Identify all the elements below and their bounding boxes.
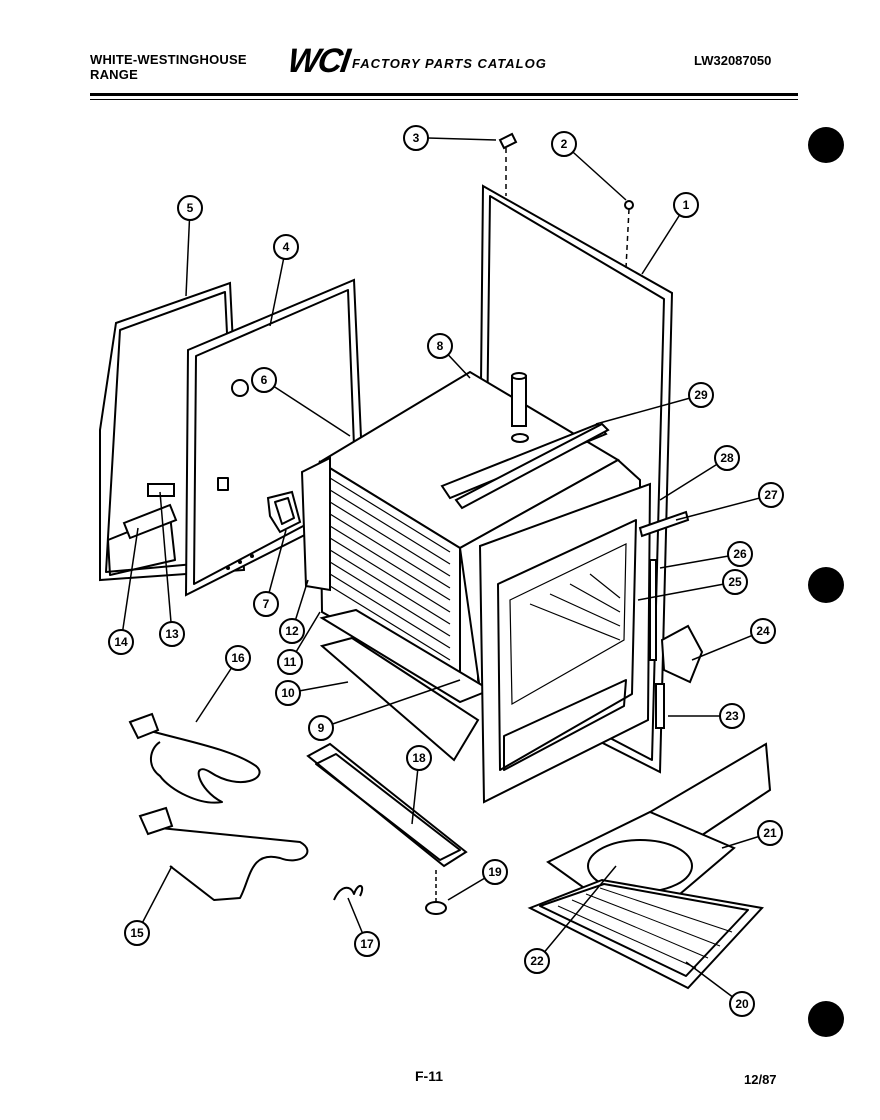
- svg-text:9: 9: [318, 721, 325, 735]
- callout-24: 24: [750, 618, 776, 644]
- part-hinge: [660, 624, 704, 684]
- svg-text:8: 8: [437, 339, 444, 353]
- part-broiler-pan: [527, 878, 764, 990]
- part-trim-strip: [638, 510, 690, 538]
- callout-22: 22: [524, 948, 550, 974]
- part-screw: [624, 200, 634, 269]
- part-leveling-foot: [425, 870, 447, 915]
- brand-line1: WHITE-WESTINGHOUSE: [90, 52, 247, 67]
- callout-27: 27: [758, 482, 784, 508]
- part-trim-top: [454, 422, 610, 510]
- callout-11: 11: [277, 649, 303, 675]
- callout-26: 26: [727, 541, 753, 567]
- callout-3: 3: [403, 125, 429, 151]
- svg-text:19: 19: [488, 865, 502, 879]
- part-front-frame: [478, 482, 652, 804]
- svg-text:27: 27: [764, 488, 778, 502]
- callout-18: 18: [406, 745, 432, 771]
- callout-25: 25: [722, 569, 748, 595]
- svg-text:13: 13: [165, 627, 179, 641]
- callout-9: 9: [308, 715, 334, 741]
- binder-hole-bottom: [808, 1001, 844, 1037]
- header-rule-thin: [90, 99, 798, 100]
- svg-text:21: 21: [763, 826, 777, 840]
- part-clip: [498, 132, 518, 196]
- part-insulation: [300, 456, 331, 592]
- svg-text:22: 22: [530, 954, 544, 968]
- svg-text:12: 12: [285, 624, 299, 638]
- callout-29: 29: [688, 382, 714, 408]
- part-drawer-rail: [306, 742, 468, 868]
- callout-1: 1: [673, 192, 699, 218]
- binder-hole-middle: [808, 567, 844, 603]
- svg-text:5: 5: [187, 201, 194, 215]
- part-bake-element: [138, 806, 309, 901]
- callout-13: 13: [159, 621, 185, 647]
- callout-28: 28: [714, 445, 740, 471]
- svg-text:2: 2: [561, 137, 568, 151]
- callout-6: 6: [251, 367, 277, 393]
- callout-19: 19: [482, 859, 508, 885]
- callout-14: 14: [108, 629, 134, 655]
- callout-8: 8: [427, 333, 453, 359]
- catalog-date: 12/87: [744, 1072, 777, 1087]
- callout-23: 23: [719, 703, 745, 729]
- callout-12: 12: [279, 618, 305, 644]
- callout-21: 21: [757, 820, 783, 846]
- svg-text:18: 18: [412, 751, 426, 765]
- callout-2: 2: [551, 131, 577, 157]
- callout-7: 7: [253, 591, 279, 617]
- header-rule-thick: [90, 93, 798, 96]
- part-broil-element: [128, 712, 261, 804]
- part-gasket-rod: [649, 559, 657, 661]
- svg-text:1: 1: [683, 198, 690, 212]
- brand-line2: RANGE: [90, 67, 138, 82]
- svg-text:7: 7: [263, 597, 270, 611]
- brand-label: WHITE-WESTINGHOUSE RANGE: [90, 52, 247, 82]
- binder-hole-top: [808, 127, 844, 163]
- svg-text:10: 10: [281, 686, 295, 700]
- svg-text:20: 20: [735, 997, 749, 1011]
- part-terminal-block: [147, 483, 175, 497]
- svg-text:3: 3: [413, 131, 420, 145]
- svg-text:11: 11: [284, 655, 297, 669]
- callout-15: 15: [124, 920, 150, 946]
- svg-text:26: 26: [733, 547, 747, 561]
- part-element-clip: [333, 885, 364, 901]
- svg-text:29: 29: [694, 388, 708, 402]
- catalog-title: FACTORY PARTS CATALOG: [352, 56, 547, 71]
- svg-text:16: 16: [231, 651, 245, 665]
- svg-text:28: 28: [720, 451, 734, 465]
- callout-10: 10: [275, 680, 301, 706]
- svg-text:17: 17: [360, 937, 374, 951]
- callout-16: 16: [225, 645, 251, 671]
- part-grommet: [266, 490, 302, 534]
- model-code: LW32087050: [694, 53, 772, 68]
- svg-text:4: 4: [283, 240, 290, 254]
- callout-20: 20: [729, 991, 755, 1017]
- callout-4: 4: [273, 234, 299, 260]
- part-bottom-panel: [319, 636, 480, 762]
- page-number: F-11: [415, 1068, 444, 1084]
- svg-text:23: 23: [725, 709, 739, 723]
- svg-text:14: 14: [114, 635, 128, 649]
- part-hinge-cover: [655, 683, 665, 729]
- callout-17: 17: [354, 931, 380, 957]
- svg-text:25: 25: [728, 575, 742, 589]
- callout-5: 5: [177, 195, 203, 221]
- svg-text:15: 15: [130, 926, 144, 940]
- svg-text:24: 24: [756, 624, 770, 638]
- svg-text:6: 6: [261, 373, 268, 387]
